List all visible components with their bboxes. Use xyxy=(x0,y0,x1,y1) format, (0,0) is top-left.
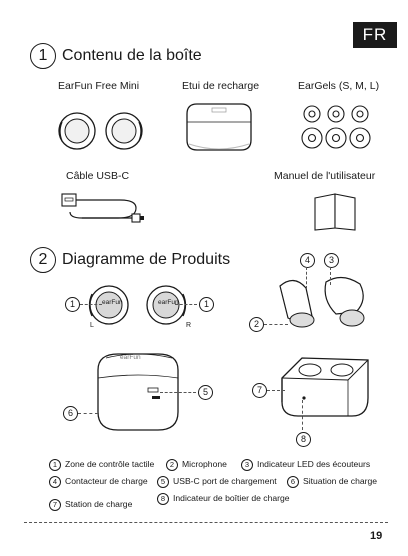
label-earbuds: EarFun Free Mini xyxy=(58,80,140,92)
legend-item-2: 2 Microphone xyxy=(166,458,227,471)
legend-text-7: Station de charge xyxy=(65,499,133,509)
callout-2-leader xyxy=(264,324,288,325)
open-case-diagram xyxy=(281,357,369,417)
right-earbud-mark: R xyxy=(186,322,192,329)
earbuds-side-diagram xyxy=(279,276,365,328)
earbuds-front-diagram xyxy=(88,285,187,325)
label-charging-case: Etui de recharge xyxy=(182,80,260,92)
closed-case-diagram xyxy=(97,353,179,431)
label-user-manual: Manuel de l'utilisateur xyxy=(274,170,376,182)
earbud-right-brand: earFun xyxy=(158,299,179,306)
page-number: 19 xyxy=(370,530,383,542)
earbud-left-brand: earFun xyxy=(102,299,123,306)
callout-8-leader xyxy=(302,400,303,430)
callout-8: 8 xyxy=(296,432,311,447)
step-number-1: 1 xyxy=(30,43,56,69)
callout-4: 4 xyxy=(300,253,315,268)
callout-2: 2 xyxy=(249,317,264,332)
callout-1-right: 1 xyxy=(199,297,214,312)
label-usb-cable: Câble USB-C xyxy=(66,170,130,182)
callout-5: 5 xyxy=(198,385,213,400)
callout-6-leader xyxy=(78,413,98,414)
callout-7-leader xyxy=(267,390,285,391)
legend-number-6: 6 xyxy=(287,475,299,488)
section-title-product-diagram: Diagramme de Produits xyxy=(62,251,231,268)
label-eargels: EarGels (S, M, L) xyxy=(298,80,380,92)
eargels-illustration xyxy=(301,105,371,149)
callout-3: 3 xyxy=(324,253,339,268)
case-brand-logo: earFun xyxy=(120,354,141,361)
legend-text-5: USB-C port de chargement xyxy=(173,476,277,486)
legend-item-5: 5 USB-C port de chargement xyxy=(157,475,277,488)
section-title-contents: Contenu de la boîte xyxy=(62,47,202,64)
callout-5-leader xyxy=(160,392,196,393)
callout-7: 7 xyxy=(252,383,267,398)
legend-number-7: 7 xyxy=(49,498,61,511)
callout-4-leader xyxy=(306,267,307,289)
callout-1-right-leader xyxy=(175,304,197,305)
legend-item-8: 8 Indicateur de boîtier de charge xyxy=(157,492,290,505)
legend-text-8: Indicateur de boîtier de charge xyxy=(173,493,290,503)
legend-text-3: Indicateur LED des écouteurs xyxy=(257,459,371,469)
legend-text-4: Contacteur de charge xyxy=(65,476,148,486)
callout-1-left: 1 xyxy=(65,297,80,312)
footer-divider xyxy=(24,522,388,523)
legend-item-7: 7 Station de charge xyxy=(49,498,132,511)
legend-text-2: Microphone xyxy=(182,459,227,469)
legend-number-2: 2 xyxy=(166,458,178,471)
legend-item-4: 4 Contacteur de charge xyxy=(49,475,148,488)
callout-3-leader xyxy=(330,267,331,285)
callout-6: 6 xyxy=(63,406,78,421)
left-earbud-mark: L xyxy=(90,322,94,329)
legend-text-6: Situation de charge xyxy=(303,476,378,486)
legend-item-6: 6 Situation de charge xyxy=(287,475,377,488)
legend-number-5: 5 xyxy=(157,475,169,488)
legend-number-1: 1 xyxy=(49,458,61,471)
earbuds-pair-illustration xyxy=(58,112,143,150)
callout-1-left-leader xyxy=(80,304,102,305)
legend-item-3: 3 Indicateur LED des écouteurs xyxy=(241,458,370,471)
legend-text-1: Zone de contrôle tactile xyxy=(65,459,155,469)
legend-number-4: 4 xyxy=(49,475,61,488)
step-number-2: 2 xyxy=(30,247,56,273)
legend-number-8: 8 xyxy=(157,492,169,505)
language-badge: FR xyxy=(353,22,397,48)
legend-item-1: 1 Zone de contrôle tactile xyxy=(49,458,154,471)
user-manual-illustration xyxy=(314,193,356,231)
usb-c-cable-illustration xyxy=(61,193,144,223)
charging-case-illustration xyxy=(186,103,252,151)
legend-number-3: 3 xyxy=(241,458,253,471)
